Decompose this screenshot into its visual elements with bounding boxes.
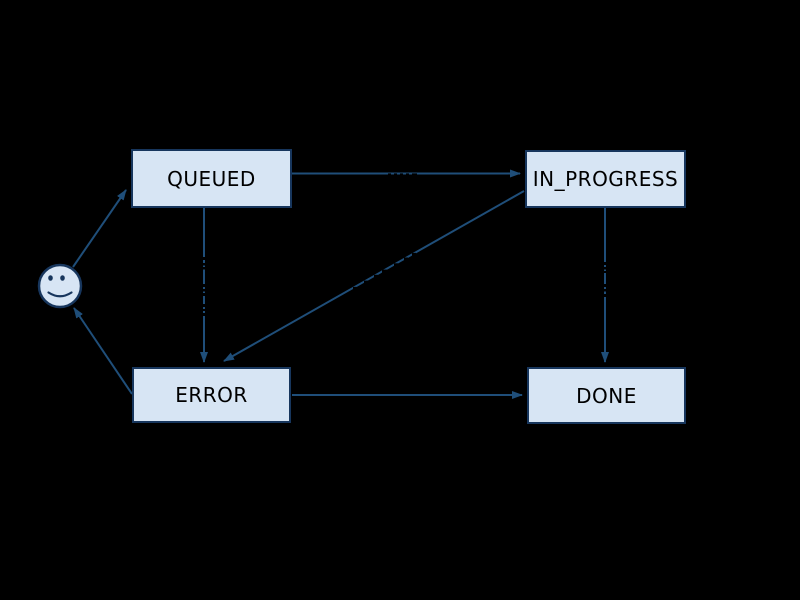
- state-node-in-progress: IN_PROGRESS: [525, 150, 686, 208]
- smiley-right-eye: [60, 275, 65, 281]
- state-label-in-progress: IN_PROGRESS: [532, 167, 679, 191]
- occluded-edge-labels: [202, 173, 607, 316]
- state-label-queued: QUEUED: [167, 166, 256, 191]
- smiley-face-icon: [37, 263, 83, 309]
- state-node-done: DONE: [527, 367, 686, 424]
- state-node-queued: QUEUED: [131, 149, 292, 208]
- state-node-error: ERROR: [132, 367, 291, 423]
- edge-start-to-queued: [72, 189, 127, 268]
- state-label-done: DONE: [576, 383, 637, 408]
- state-label-error: ERROR: [175, 383, 248, 407]
- smiley-mouth: [47, 291, 73, 298]
- edge-error-to-start: [73, 307, 133, 395]
- smiley-left-eye: [48, 275, 53, 281]
